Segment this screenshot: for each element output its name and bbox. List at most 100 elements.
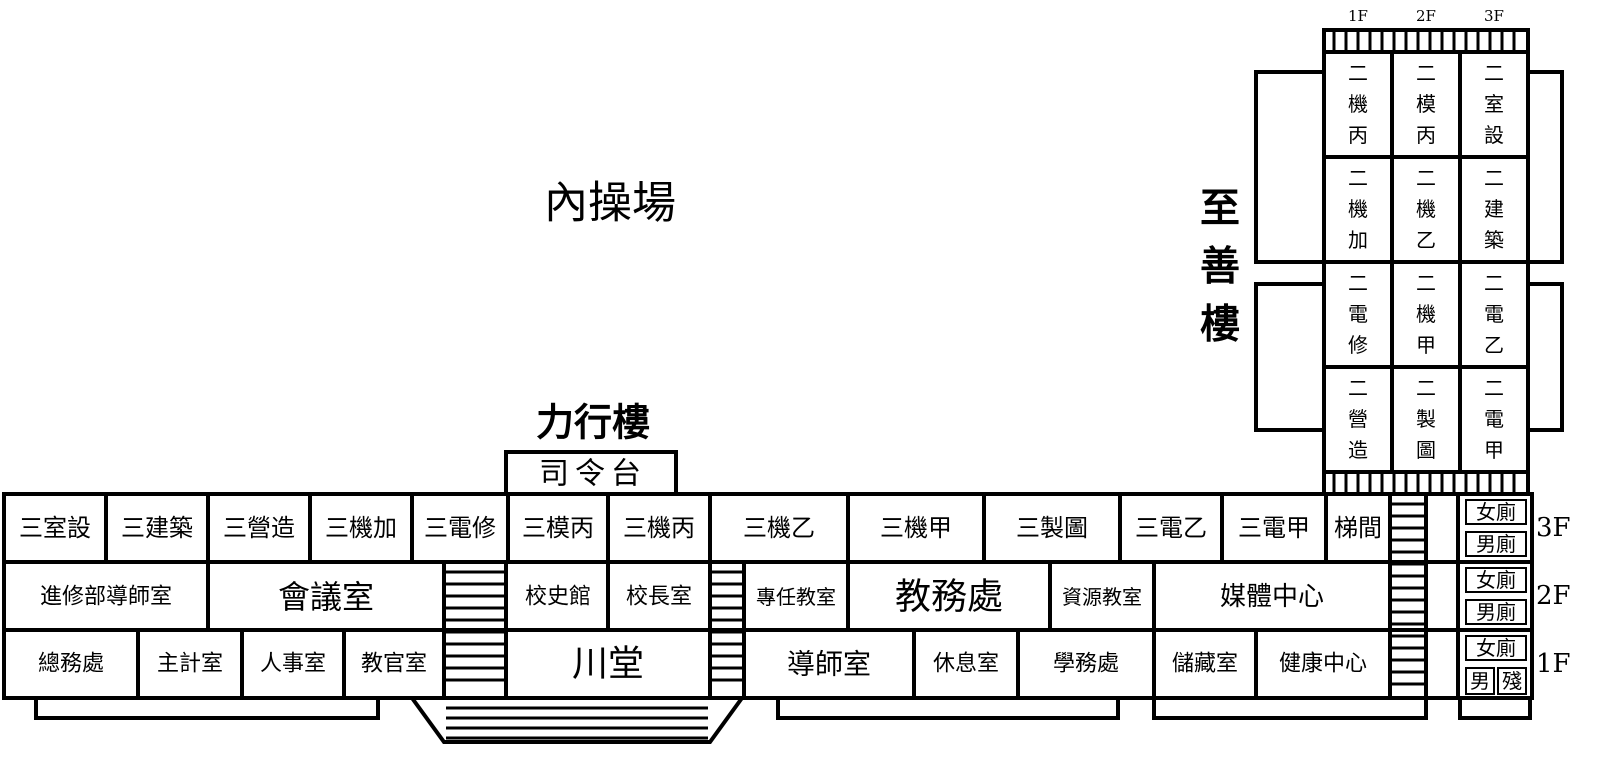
room-3f-12: 三電甲 <box>1238 514 1310 542</box>
zhishan-room-r2-c1-char: 加 <box>1348 228 1368 252</box>
podium-label: 司令台 <box>539 457 647 492</box>
floor-side-3f: 3F <box>1536 513 1571 543</box>
room-2f-3: 校史館 <box>525 585 591 610</box>
zhishan-room-r1-c3: 二室設 <box>1484 61 1504 147</box>
lixing-building-label: 力行樓 <box>536 400 650 445</box>
zhishan-room-r4-c3-char: 電 <box>1484 407 1504 431</box>
zhishan-room-r2-c2-char: 二 <box>1416 166 1436 190</box>
zhishan-room-r1-c2: 二模丙 <box>1416 61 1436 147</box>
zhishan-room-r2-c1: 二機加 <box>1348 166 1368 252</box>
room-1f-1: 總務處 <box>38 652 104 677</box>
restroom-2f-women: 女廁 <box>1476 568 1516 592</box>
room-2f-5: 專任教室 <box>756 585 836 609</box>
row1-dividers <box>136 630 1258 698</box>
zhishan-building-label-char: 善 <box>1200 243 1240 290</box>
zhishan-bottom-ticks <box>1332 472 1516 494</box>
room-2f-1: 進修部導師室 <box>40 585 172 610</box>
zhishan-room-r3-c3: 二電乙 <box>1484 271 1504 357</box>
room-1f-4: 教官室 <box>361 652 427 677</box>
room-3f-2: 三建築 <box>121 514 193 542</box>
room-1f-8: 學務處 <box>1053 652 1119 677</box>
zhishan-room-r4-c3-char: 甲 <box>1484 438 1504 462</box>
room-3f-3: 三營造 <box>223 514 295 542</box>
zhishan-room-r2-c3-char: 築 <box>1484 228 1504 252</box>
zhishan-room-r1-c1: 二機丙 <box>1348 61 1368 147</box>
zhishan-room-r3-c1-char: 修 <box>1348 333 1368 357</box>
stair-treads-right <box>1390 502 1426 686</box>
inner-field-label: 內操場 <box>544 178 676 229</box>
floor-header-3f: 3F <box>1484 7 1504 25</box>
stairwell-right <box>1388 492 1428 700</box>
room-3f-7: 三機丙 <box>623 514 695 542</box>
room-2f-8: 媒體中心 <box>1220 582 1324 612</box>
zhishan-room-r1-c3-char: 設 <box>1484 123 1504 147</box>
stair-treads-left <box>444 570 506 682</box>
room-1f-2: 主計室 <box>157 652 223 677</box>
zhishan-annex-west-lower <box>1254 282 1326 432</box>
restroom-1f-women: 女廁 <box>1476 636 1516 660</box>
stair-treads-center <box>710 570 744 682</box>
zhishan-building-label-char: 樓 <box>1200 301 1240 348</box>
podium-outline <box>504 450 678 496</box>
room-2f-6: 教務處 <box>895 577 1003 618</box>
room-3f-4: 三機加 <box>325 514 397 542</box>
floor-side-1f: 1F <box>1536 649 1571 679</box>
zhishan-room-r3-c3-char: 電 <box>1484 302 1504 326</box>
zhishan-room-r4-c2: 二製圖 <box>1416 376 1436 462</box>
zhishan-room-r2-c1-char: 二 <box>1348 166 1368 190</box>
restroom-1f-accessible: 殘 <box>1502 669 1522 693</box>
restroom-boxes <box>1465 499 1527 695</box>
room-3f-5: 三電修 <box>424 514 496 542</box>
zhishan-room-r2-c3-char: 二 <box>1484 166 1504 190</box>
zhishan-annex-west-upper <box>1254 70 1326 264</box>
plan-structure <box>2 28 1564 744</box>
zhishan-top-ticks <box>1332 30 1516 52</box>
restroom-2f-men: 男廁 <box>1476 600 1516 624</box>
room-2f-2: 會議室 <box>278 578 374 616</box>
zhishan-room-r2-c1-char: 機 <box>1348 197 1368 221</box>
room-1f-3: 人事室 <box>260 652 326 677</box>
zhishan-building-label: 至善樓 <box>1200 185 1240 348</box>
zhishan-room-r4-c1-char: 二 <box>1348 376 1368 400</box>
zhishan-room-r3-c3-char: 乙 <box>1484 333 1504 357</box>
stairwell-center <box>708 560 746 700</box>
room-2f-7: 資源教室 <box>1062 585 1142 609</box>
zhishan-room-r3-c2: 二機甲 <box>1416 271 1436 357</box>
room-1f-6: 導師室 <box>787 648 871 681</box>
stair-treads <box>444 30 1516 740</box>
room-1f-9: 儲藏室 <box>1172 652 1238 677</box>
room-1f-5: 川堂 <box>572 644 644 685</box>
zhishan-room-r2-c3: 二建築 <box>1484 166 1504 252</box>
room-1f-7: 休息室 <box>933 652 999 677</box>
zhishan-room-r1-c3-char: 二 <box>1484 61 1504 85</box>
plan-labels: 內操場 力行樓 司令台 1F 2F 3F 3F 2F 1F 三室設 三建築 三營… <box>19 7 1571 693</box>
restroom-1f-men: 男 <box>1470 669 1490 693</box>
row3-dividers <box>104 494 1328 562</box>
room-3f-8: 三機乙 <box>743 514 815 542</box>
restroom-3f-men: 男廁 <box>1476 532 1516 556</box>
room-3f-10: 三製圖 <box>1016 514 1088 542</box>
room-3f-11: 三電乙 <box>1135 514 1207 542</box>
zhishan-room-r3-c1-char: 二 <box>1348 271 1368 295</box>
room-3f-9: 三機甲 <box>880 514 952 542</box>
room-3f-stairs: 梯間 <box>1334 514 1382 542</box>
foundation-restroom <box>1458 698 1532 720</box>
zhishan-room-r1-c1-char: 二 <box>1348 61 1368 85</box>
zhishan-room-r1-c3-char: 室 <box>1484 92 1504 116</box>
foundation-right <box>1152 698 1428 720</box>
zhishan-building-label-char: 至 <box>1200 185 1240 232</box>
zhishan-room-r2-c2-char: 乙 <box>1416 228 1436 252</box>
zhishan-room-r2-c2: 二機乙 <box>1416 166 1436 252</box>
restroom-3f-women: 女廁 <box>1476 500 1516 524</box>
row2-dividers <box>206 562 1156 630</box>
floor-side-2f: 2F <box>1536 581 1571 611</box>
foundation-center <box>776 698 1120 720</box>
zhishan-room-r4-c3: 二電甲 <box>1484 376 1504 462</box>
zhishan-room-r1-c2-char: 模 <box>1416 92 1436 116</box>
front-step-treads <box>446 706 708 740</box>
zhishan-room-r3-c2-char: 機 <box>1416 302 1436 326</box>
zhishan-room-r4-c2-char: 二 <box>1416 376 1436 400</box>
zhishan-room-r4-c1: 二營造 <box>1348 376 1368 462</box>
